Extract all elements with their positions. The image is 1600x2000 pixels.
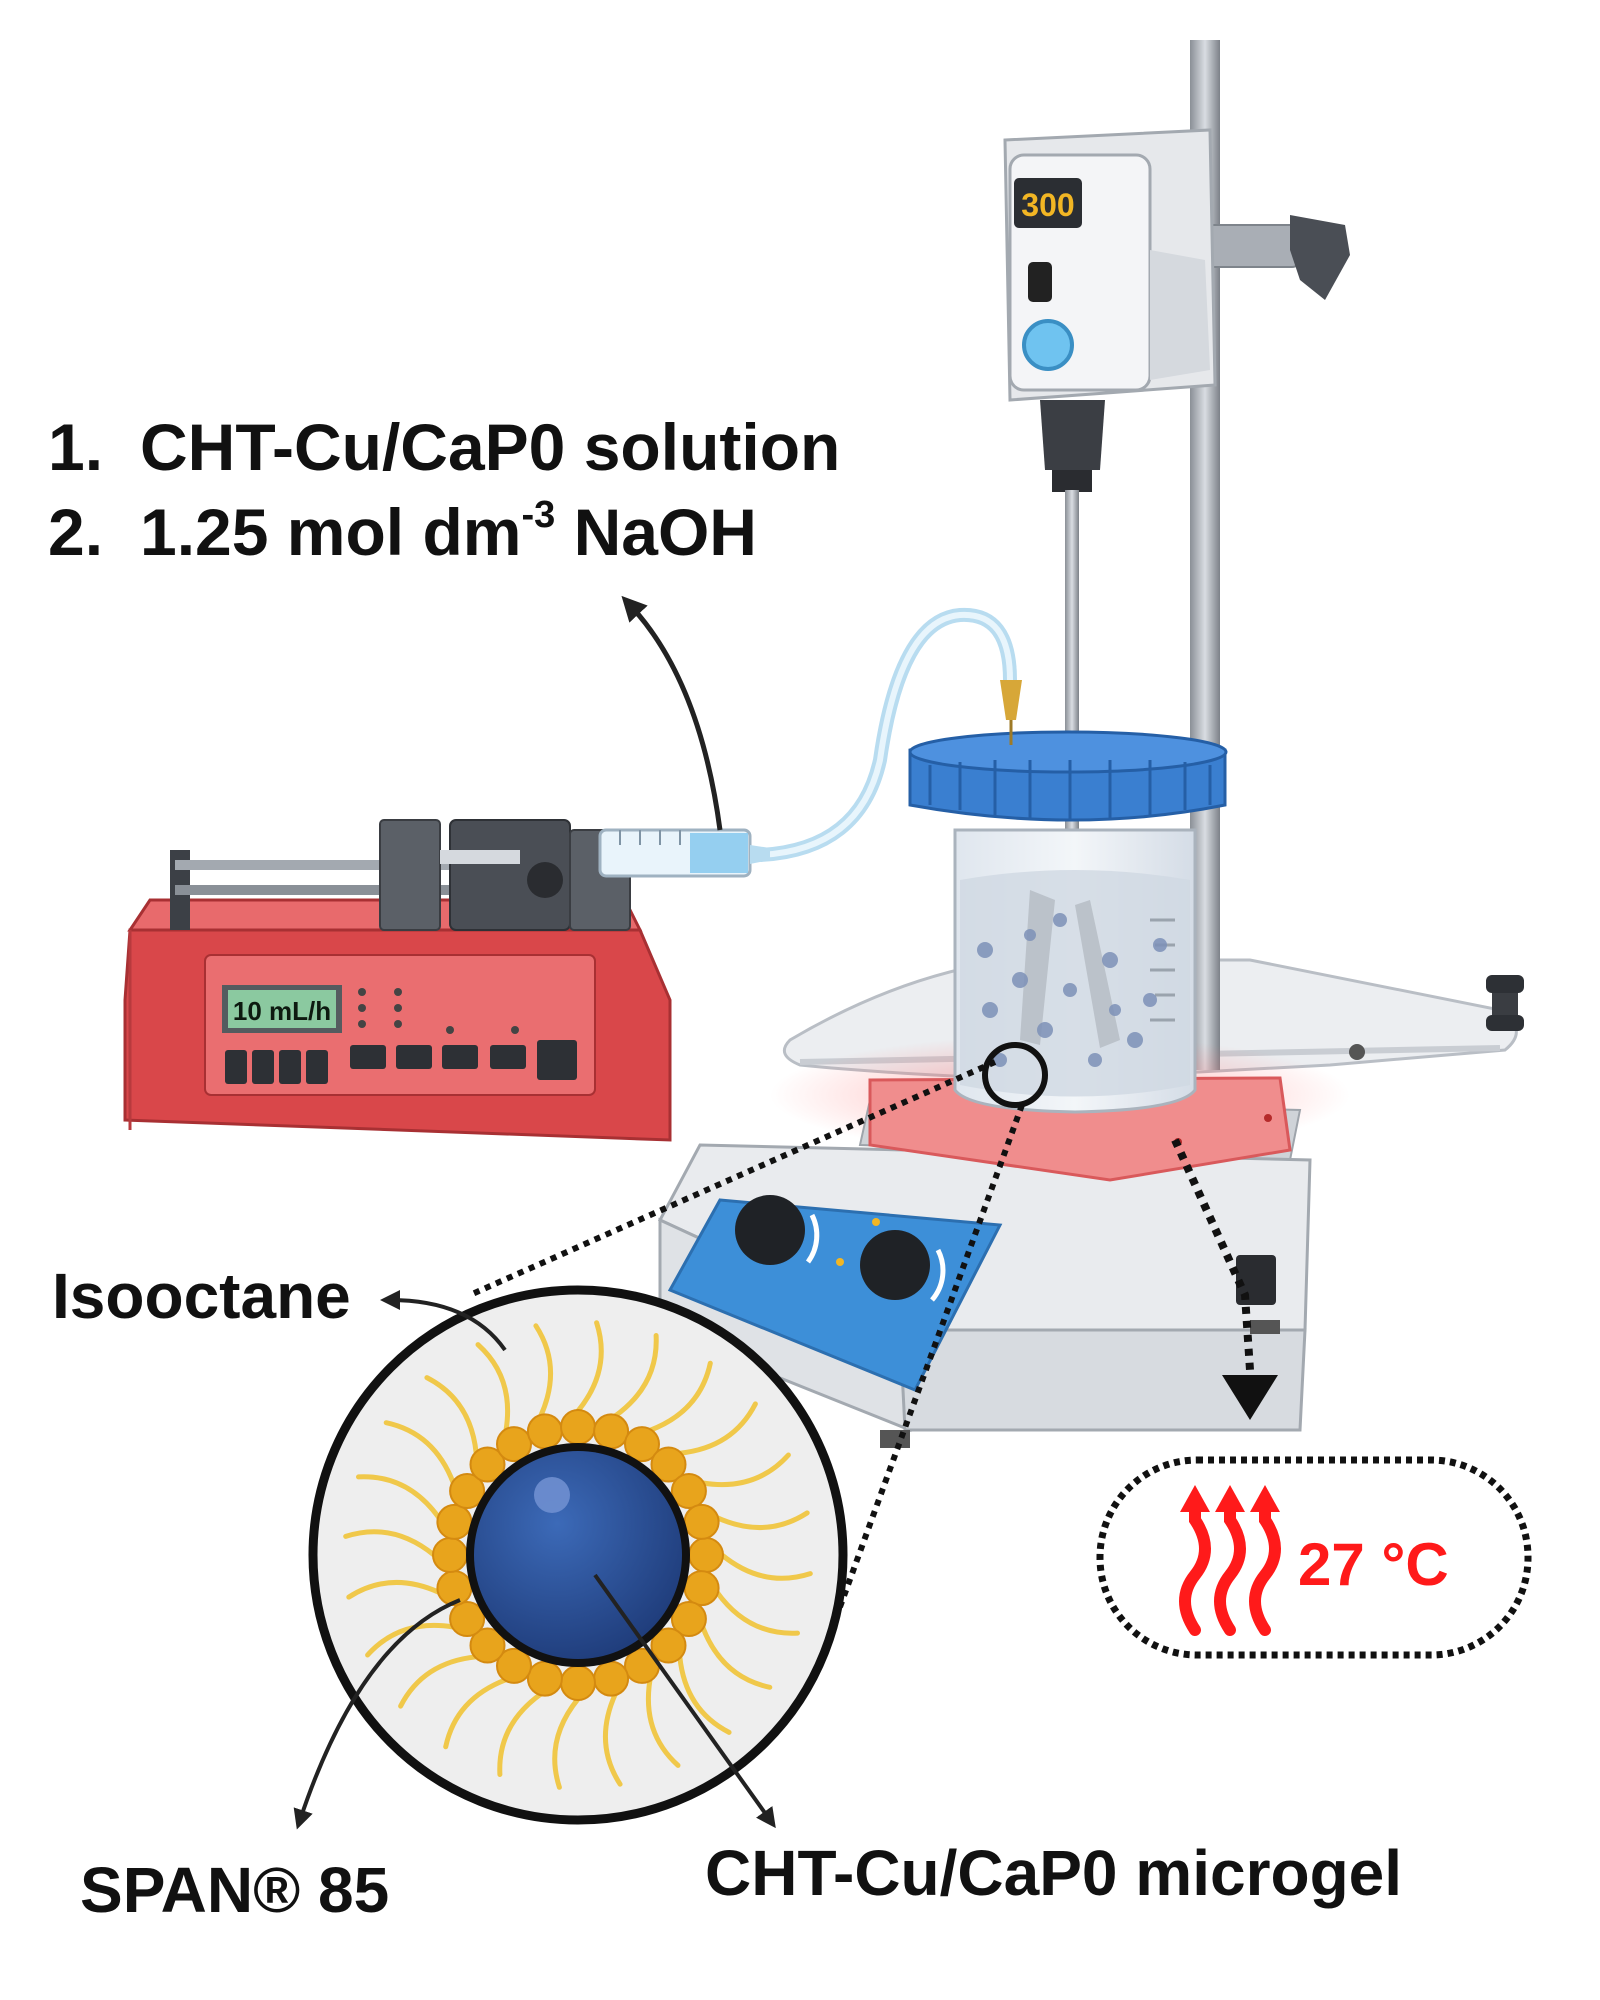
pump-key-6[interactable] (396, 1045, 432, 1069)
surfactant-head (593, 1413, 630, 1450)
feed-arrow (621, 595, 723, 831)
step-2-number: 2. (48, 495, 103, 569)
microgel-core (474, 1451, 682, 1659)
surfactant-head (683, 1570, 720, 1607)
step-list: 1. CHT-Cu/CaP0 solution 2. 1.25 mol dm-3… (48, 410, 840, 569)
pump-key-3[interactable] (279, 1050, 301, 1084)
surfactant-head (624, 1426, 660, 1463)
emulsion-droplets (977, 913, 1167, 1067)
surfactant-head (560, 1409, 596, 1445)
pump-rate-value: 10 mL/h (233, 996, 331, 1026)
step-2-text: 1.25 mol dm-3 NaOH (140, 494, 757, 569)
pump-start-key[interactable] (537, 1040, 577, 1080)
surfactant-head (593, 1660, 630, 1697)
surfactant-tail (719, 1552, 813, 1581)
surfactant-tails (343, 1320, 813, 1790)
overhead-stirrer-icon: 300 (1003, 128, 1217, 910)
surfactant-tail (575, 1320, 604, 1414)
surfactant-head (688, 1537, 724, 1573)
beaker-icon (908, 730, 1228, 1114)
hotplate-icon (657, 1076, 1312, 1448)
surfactant-tail (700, 1452, 791, 1488)
surfactant-tail (365, 1622, 456, 1658)
pump-key-1[interactable] (225, 1050, 247, 1084)
surfactant-head (650, 1446, 687, 1483)
microgel-label: CHT-Cu/CaP0 microgel (705, 1837, 1402, 1909)
pump-key-4[interactable] (306, 1050, 328, 1084)
surfactant-tail (356, 1474, 442, 1521)
syringe-pump-icon: 10 mL/h (123, 819, 770, 1142)
surfactant-tail (700, 1624, 773, 1690)
pump-key-5[interactable] (350, 1045, 386, 1069)
surfactant-head (496, 1647, 532, 1684)
surfactant-head (526, 1413, 563, 1450)
surfactant-tail (714, 1510, 810, 1530)
surfactant-tail (497, 1691, 544, 1777)
surfactant-tail (714, 1589, 800, 1636)
surfactant-tail (552, 1696, 581, 1790)
temperature-badge: 27 °C (1096, 1456, 1532, 1659)
surfactant-head (449, 1473, 486, 1509)
surfactant-tail (424, 1375, 479, 1456)
surfactant-tail (383, 1420, 456, 1486)
surfactant-head (670, 1601, 707, 1637)
pump-rate-display (228, 990, 336, 1028)
heat-arrow (1171, 1138, 1254, 1371)
clamp-knob-icon[interactable] (1290, 215, 1350, 300)
surfactant-head (469, 1446, 506, 1483)
pump-key-8[interactable] (490, 1045, 526, 1069)
heat-waves-icon (1179, 1504, 1281, 1636)
surfactant-head (432, 1537, 468, 1573)
micelle-icon (308, 1285, 848, 1825)
surfactant-tail (533, 1323, 553, 1419)
surfactant-head (526, 1660, 563, 1697)
temperature-value: 27 °C (1298, 1531, 1449, 1598)
surfactant-head (469, 1627, 506, 1664)
span-label: SPAN® 85 (80, 1854, 389, 1926)
stirrer-power-switch[interactable] (1028, 262, 1052, 302)
surfactant-head (496, 1426, 532, 1463)
pump-key-2[interactable] (252, 1050, 274, 1084)
step-1-text: CHT-Cu/CaP0 solution (140, 410, 840, 484)
surfactant-head (560, 1665, 596, 1701)
surfactant-tail (603, 1691, 623, 1787)
surfactant-tail (612, 1333, 659, 1419)
isooctane-label: Isooctane (52, 1260, 351, 1332)
step-1-number: 1. (48, 410, 103, 484)
surfactant-tail (677, 1654, 732, 1735)
surfactant-head (449, 1601, 486, 1637)
surfactant-head (436, 1503, 473, 1540)
surfactant-head (670, 1473, 707, 1509)
hotplate-stir-knob[interactable] (860, 1230, 930, 1300)
microgel-arrow (593, 1573, 776, 1829)
isooctane-arrow (380, 1290, 507, 1352)
surfactant-tail (475, 1342, 511, 1433)
surfactant-head (436, 1570, 473, 1607)
surfactant-tail (398, 1654, 479, 1709)
surfactant-head (650, 1627, 687, 1664)
zoom-target-circle (982, 1042, 1048, 1108)
needle-hub (1000, 680, 1022, 720)
stirrer-speed-knob[interactable] (1022, 319, 1074, 371)
hotplate-temp-knob[interactable] (735, 1195, 805, 1265)
stirrer-speed-display: 300 (1021, 187, 1074, 223)
surfactant-head (683, 1503, 720, 1540)
pump-key-7[interactable] (442, 1045, 478, 1069)
surfactant-tail (346, 1580, 442, 1600)
surfactant-tail (647, 1360, 713, 1433)
span-arrow (293, 1598, 461, 1830)
surfactant-tail (343, 1529, 437, 1558)
surfactant-tail (645, 1677, 681, 1768)
surfactant-tail (677, 1401, 758, 1456)
surfactant-tail (443, 1677, 509, 1750)
